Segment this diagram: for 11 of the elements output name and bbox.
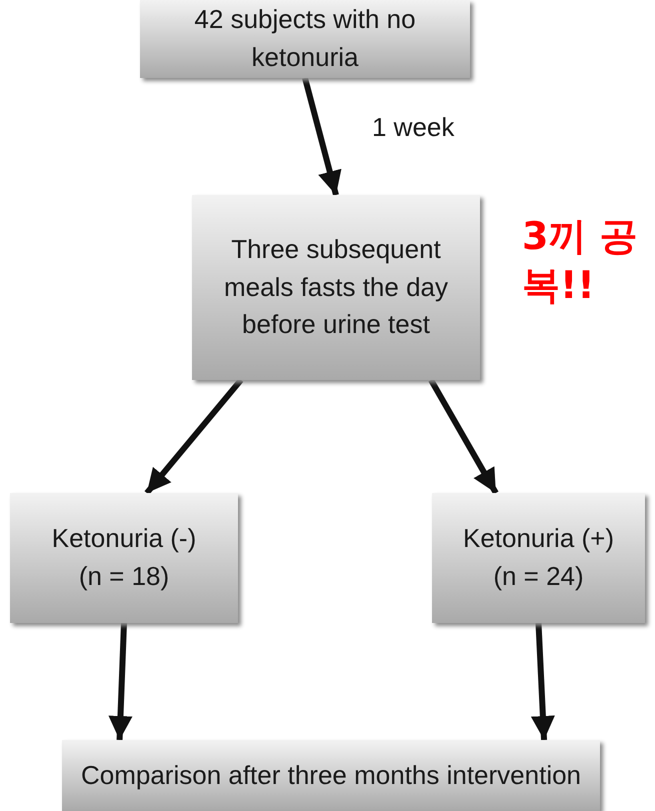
process-box: Comparison after three months intervention [62, 740, 600, 811]
process-box: 42 subjects with no ketonuria [140, 0, 470, 78]
arrow [428, 378, 498, 494]
annotation-text: 3끼 공복!! [522, 213, 639, 310]
arrow [530, 622, 555, 740]
process-box: Three subsequent meals fasts the day before urine test [192, 195, 480, 380]
arrow [302, 77, 342, 196]
arrow [108, 622, 132, 740]
arrow [144, 378, 244, 495]
process-box: Ketonuria (+) (n = 24) [432, 493, 645, 623]
process-box: Ketonuria (-) (n = 18) [10, 493, 238, 623]
